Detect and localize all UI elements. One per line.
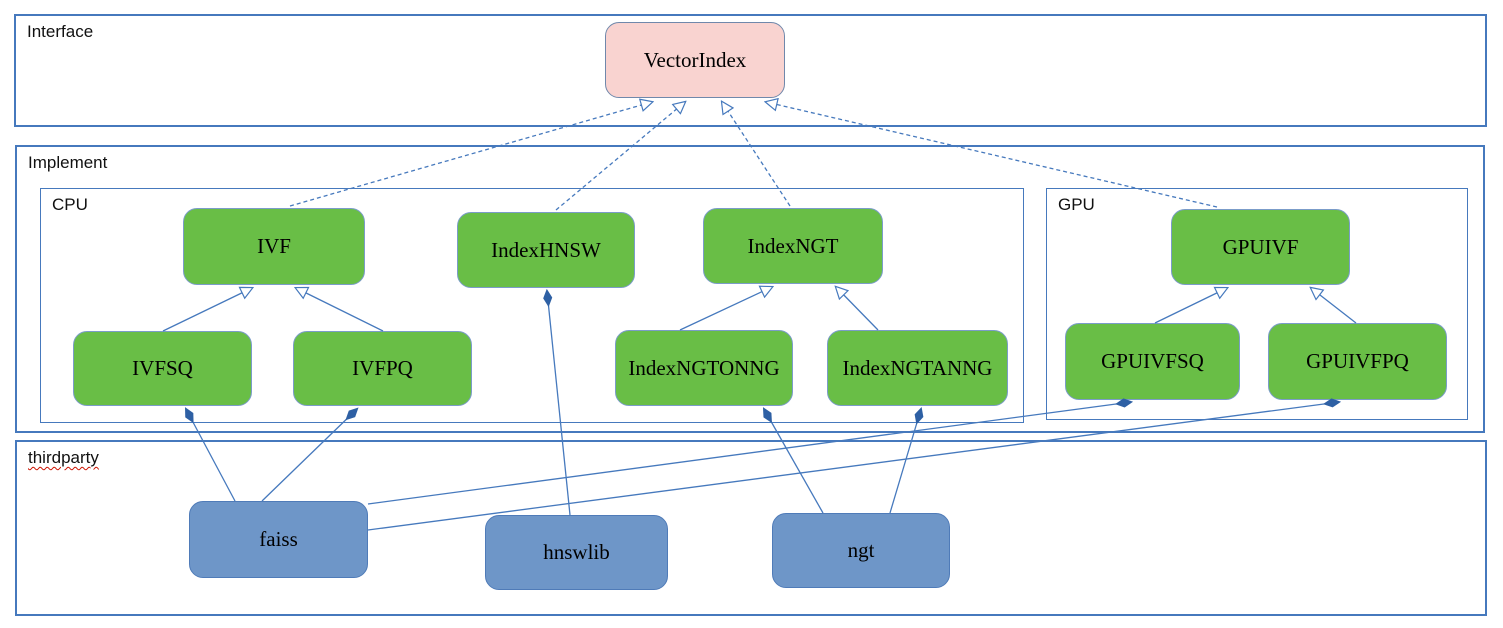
section-gpu-label: GPU [1058, 195, 1095, 214]
node-hnswlib: hnswlib [485, 515, 668, 590]
node-gpuivfpq: GPUIVFPQ [1268, 323, 1447, 400]
node-vectorindex: VectorIndex [605, 22, 785, 98]
node-indexngt: IndexNGT [703, 208, 883, 284]
section-thirdparty-label: thirdparty [28, 448, 99, 467]
node-ngt: ngt [772, 513, 950, 588]
node-ivfsq: IVFSQ [73, 331, 252, 406]
section-cpu-label: CPU [52, 195, 88, 214]
node-indexngtonng: IndexNGTONNG [615, 330, 793, 406]
section-interface-label: Interface [27, 22, 94, 41]
node-indexngtanng: IndexNGTANNG [827, 330, 1008, 406]
section-implement-label: Implement [28, 153, 108, 172]
node-ivf: IVF [183, 208, 365, 285]
node-gpuivf: GPUIVF [1171, 209, 1350, 285]
node-faiss: faiss [189, 501, 368, 578]
node-indexhnsw: IndexHNSW [457, 212, 635, 288]
node-gpuivfsq: GPUIVFSQ [1065, 323, 1240, 400]
node-ivfpq: IVFPQ [293, 331, 472, 406]
